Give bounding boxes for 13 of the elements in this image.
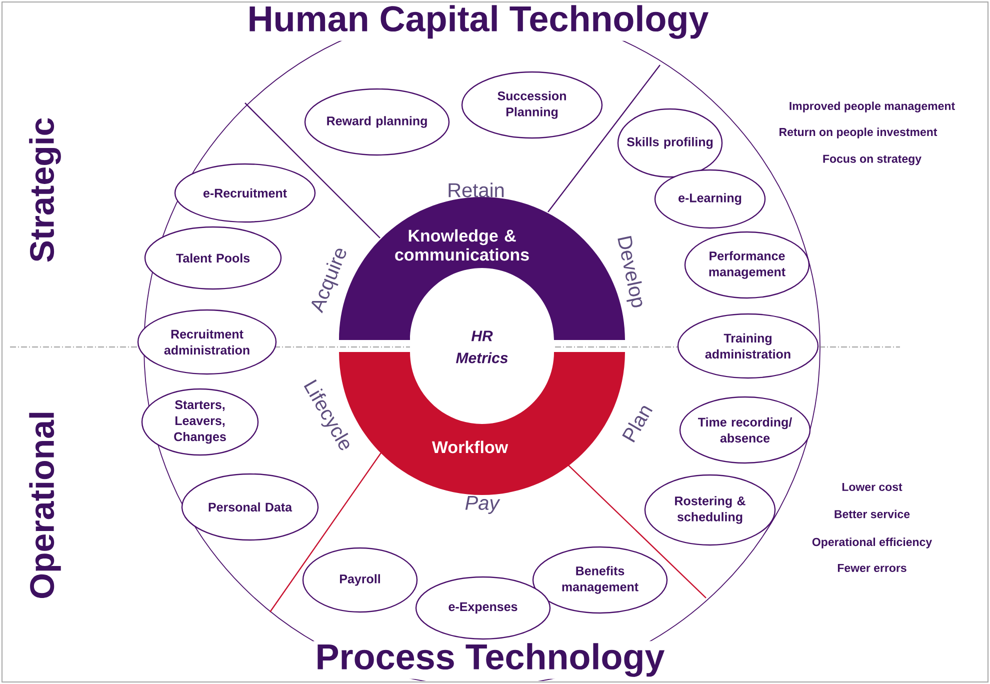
segment-label: Retain xyxy=(448,182,504,198)
benefit-text: Better service xyxy=(834,510,910,518)
footer-heading: Process Technology xyxy=(313,641,667,679)
benefit-text: Fewer errors xyxy=(838,564,906,572)
segment-label: Pay xyxy=(465,496,500,514)
benefit-text: Lower cost xyxy=(842,482,902,491)
side-heading: Strategic xyxy=(29,118,61,262)
benefit-text: Improved people management xyxy=(790,102,955,112)
benefit-text: Return on people investment xyxy=(780,128,938,138)
main-heading: Human Capital Technology xyxy=(245,3,711,41)
side-heading: Operational xyxy=(29,412,61,598)
benefit-text: Focus on strategy xyxy=(823,154,922,166)
benefit-text: Operational efficiency xyxy=(812,538,932,548)
